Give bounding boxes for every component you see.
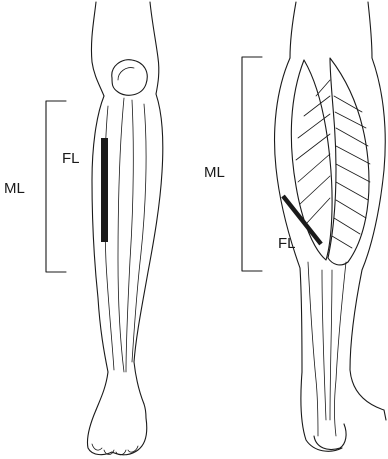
heel bbox=[314, 424, 346, 450]
rear-leg: ML FL bbox=[204, 2, 386, 451]
front-fl-label: FL bbox=[62, 150, 80, 167]
front-thigh-outline-right bbox=[150, 2, 159, 94]
soleus-line-left bbox=[308, 262, 318, 436]
soleus-line-right bbox=[335, 262, 347, 436]
rear-thigh-right bbox=[368, 2, 372, 58]
tibialis-line bbox=[126, 100, 133, 372]
patella-inner bbox=[118, 68, 134, 80]
front-thigh-outline bbox=[91, 2, 104, 96]
gastrocnemius-lateral-head bbox=[328, 58, 369, 265]
tibia-line bbox=[118, 98, 124, 372]
front-fl-bar bbox=[101, 138, 108, 242]
rear-calf-outline bbox=[275, 58, 342, 451]
front-leg: ML FL bbox=[4, 2, 163, 455]
rear-ml-bracket bbox=[242, 57, 262, 271]
front-ml-label: ML bbox=[4, 180, 25, 197]
rear-calf-outline-right bbox=[350, 58, 386, 420]
rear-thigh-left bbox=[290, 2, 296, 58]
rear-fl-label: FL bbox=[278, 235, 296, 252]
front-shin-outline-right bbox=[134, 94, 163, 404]
patella bbox=[112, 60, 147, 96]
achilles-tendon bbox=[322, 270, 332, 420]
rear-ml-label: ML bbox=[204, 164, 225, 181]
front-ml-bracket bbox=[46, 101, 66, 272]
